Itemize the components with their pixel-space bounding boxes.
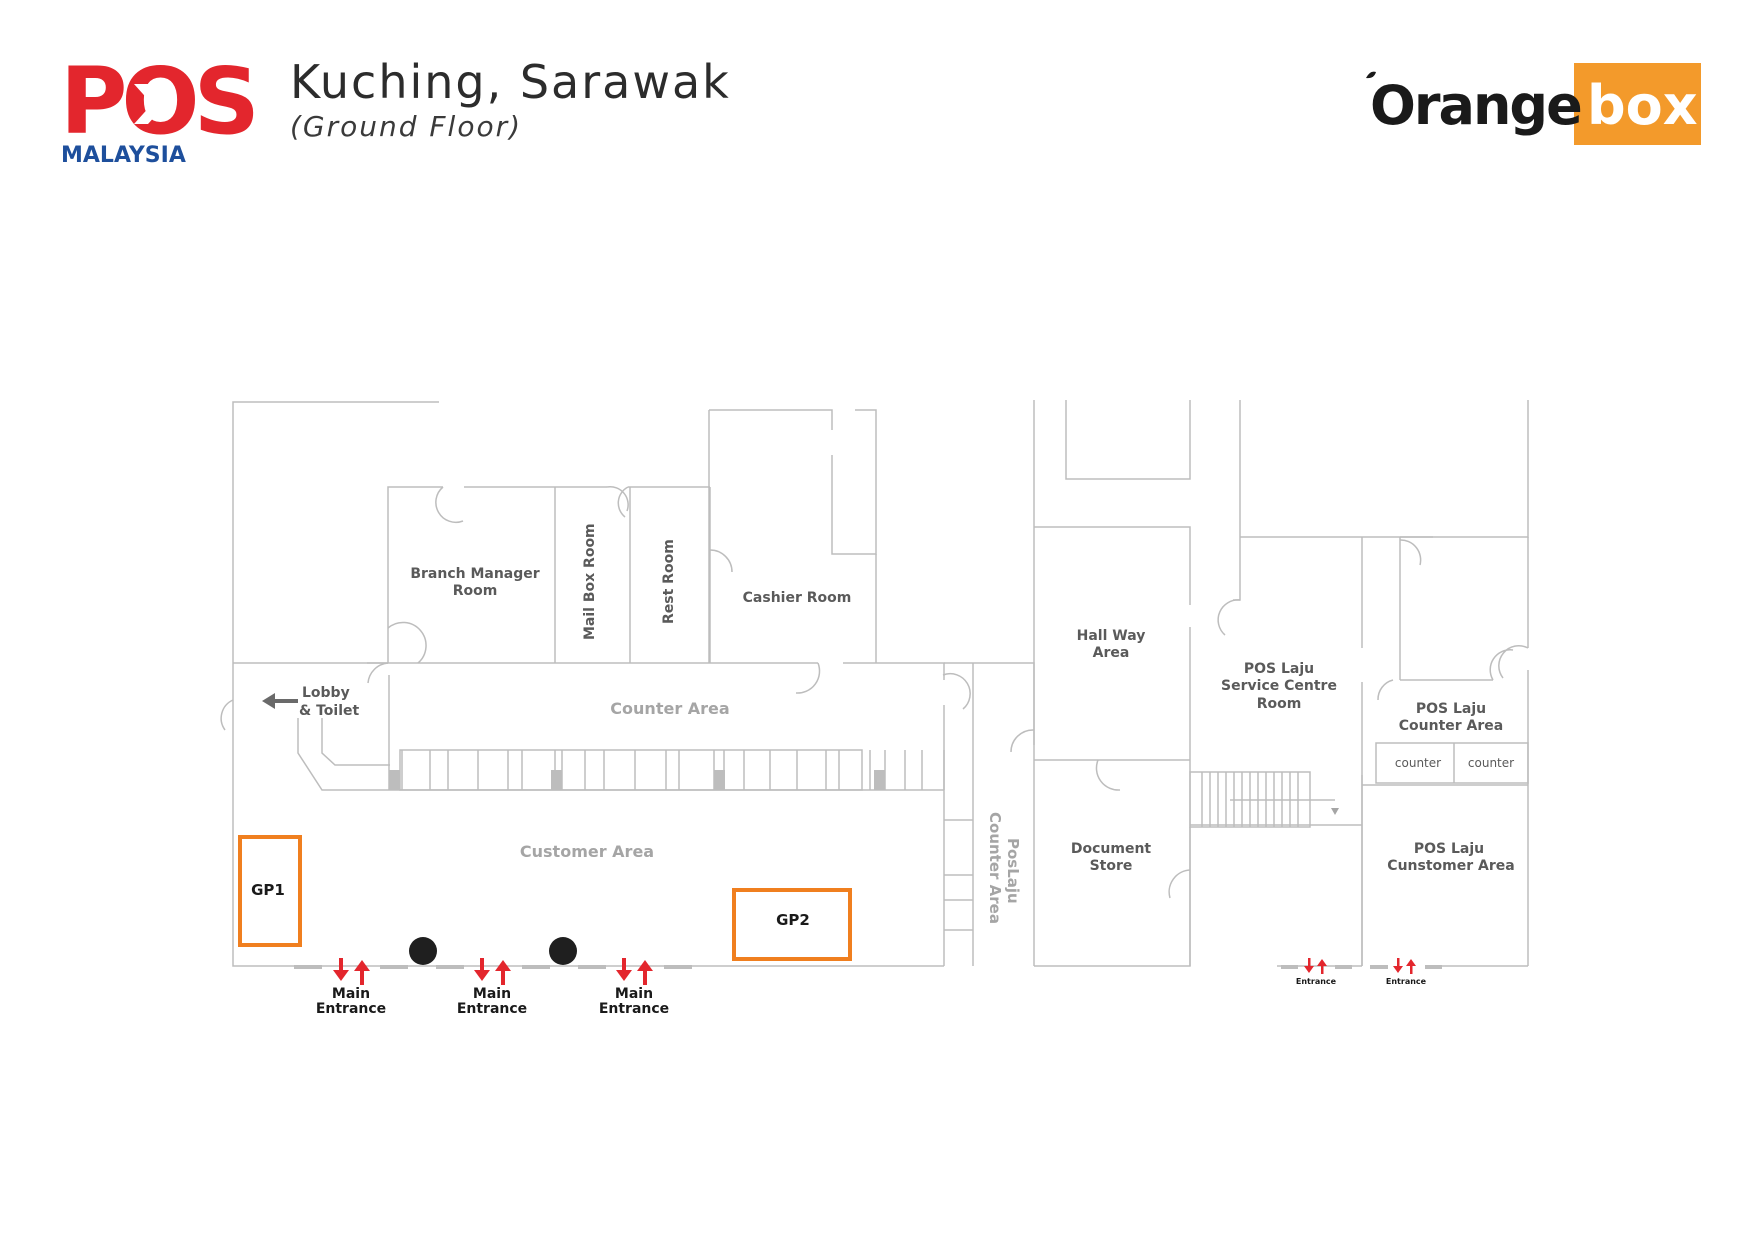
stairs-arrow-icon <box>1331 808 1339 815</box>
label-branch-manager-1: Branch Manager <box>410 566 539 582</box>
main-entrance-3-arrows-icon <box>616 958 653 985</box>
label-poslaju-counter-1: PosLaju <box>1004 838 1022 904</box>
label-cashier-room: Cashier Room <box>743 590 852 606</box>
label-branch-manager-2: Room <box>453 583 498 599</box>
label-rest-room: Rest Room <box>661 539 677 624</box>
main-entrance-1-label-1: Main <box>332 986 370 1002</box>
orangebox-logo-box <box>1574 63 1701 145</box>
pillar-1 <box>409 937 437 965</box>
main-entrance-3-label-2: Entrance <box>599 1001 669 1017</box>
gp1-label: GP1 <box>251 881 285 899</box>
pos-malaysia-logo: POS MALAYSIA <box>60 48 260 168</box>
orangebox-logo: Orange box <box>1366 63 1701 145</box>
label-lobby-1: Lobby <box>302 685 350 701</box>
entrance-labels: Main Entrance Main Entrance Main Entranc… <box>316 977 1427 1017</box>
label-poslaju-counter-area-2: Counter Area <box>1399 718 1503 734</box>
side-entrance-1-label: Entrance <box>1296 977 1337 986</box>
orangebox-logo-word-box: box <box>1587 74 1698 137</box>
label-poslaju-counter-area-1: POS Laju <box>1416 701 1486 717</box>
orangebox-leaf-icon <box>1366 71 1376 79</box>
room-labels: Branch Manager Room Mail Box Room Rest R… <box>299 523 1515 924</box>
label-customer-area-2-2: Cunstomer Area <box>1387 858 1514 874</box>
main-entrance-3-label-1: Main <box>615 986 653 1002</box>
pos-logo-arrow-icon <box>134 84 166 124</box>
label-customer-area: Customer Area <box>520 842 654 861</box>
side-entrance-2-arrows-icon <box>1393 958 1416 974</box>
page-title: Kuching, Sarawak <box>290 55 731 109</box>
label-hallway-2: Area <box>1093 645 1130 661</box>
main-entrance-2-label-2: Entrance <box>457 1001 527 1017</box>
label-hallway-1: Hall Way <box>1077 628 1146 644</box>
main-entrance-1-label-2: Entrance <box>316 1001 386 1017</box>
entrance-arrows <box>333 958 1416 985</box>
main-entrance-2-label-1: Main <box>473 986 511 1002</box>
counter-posts <box>389 770 885 790</box>
label-service-centre-2: Service Centre <box>1221 678 1337 694</box>
label-document-store-1: Document <box>1071 841 1152 857</box>
gp2-label: GP2 <box>776 911 810 929</box>
label-counter-right: counter <box>1468 756 1514 770</box>
label-document-store-2: Store <box>1090 858 1133 874</box>
pillar-2 <box>549 937 577 965</box>
label-mail-box-room: Mail Box Room <box>582 523 598 640</box>
label-lobby-2: & Toilet <box>299 703 359 719</box>
label-poslaju-counter-2: Counter Area <box>986 812 1004 924</box>
gp2-marker[interactable]: GP2 <box>732 888 852 961</box>
main-entrance-2-arrows-icon <box>474 958 511 985</box>
side-entrance-1-arrows-icon <box>1304 958 1327 974</box>
gp1-marker[interactable]: GP1 <box>238 835 302 947</box>
lobby-arrow-icon <box>262 693 298 709</box>
side-entrance-2-label: Entrance <box>1386 977 1427 986</box>
label-service-centre-1: POS Laju <box>1244 661 1314 677</box>
label-counter-area: Counter Area <box>610 699 729 718</box>
label-service-centre-3: Room <box>1257 696 1302 712</box>
label-counter-left: counter <box>1395 756 1441 770</box>
main-entrance-1-arrows-icon <box>333 958 370 985</box>
pos-logo-country: MALAYSIA <box>61 143 186 168</box>
page-subtitle: (Ground Floor) <box>290 110 523 143</box>
label-customer-area-2-1: POS Laju <box>1414 841 1484 857</box>
orangebox-logo-word-orange: Orange <box>1370 74 1581 137</box>
